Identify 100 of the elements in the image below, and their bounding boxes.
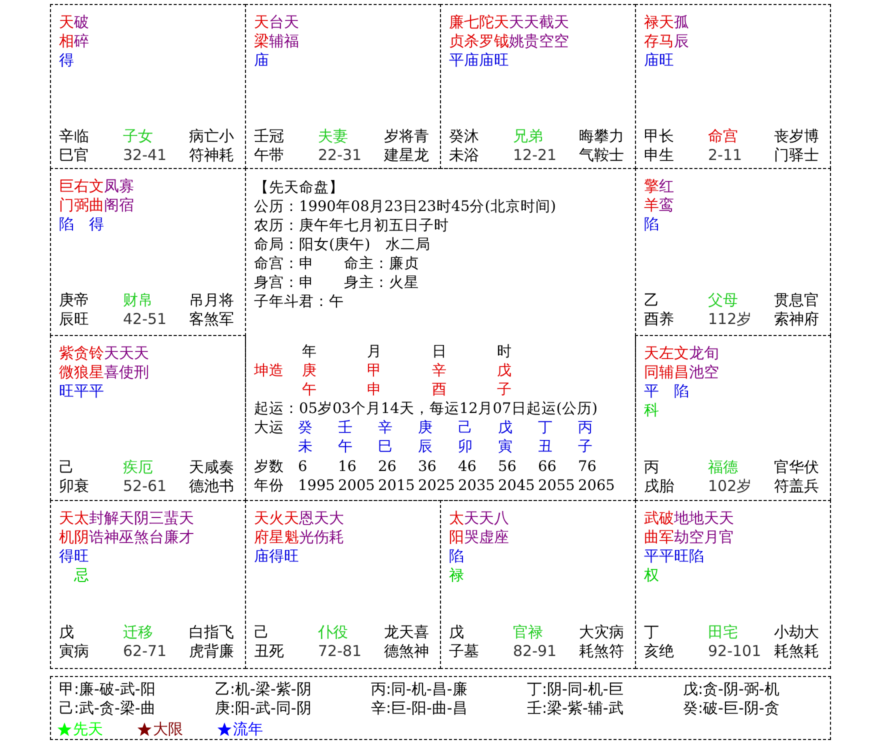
row-label: 年份	[254, 477, 284, 496]
info-line: 命宫：申 命主：廉贞	[254, 255, 419, 274]
palace-cell	[245, 500, 441, 669]
star-names: 太天天八	[449, 509, 509, 528]
minor-stars: 索神府	[774, 310, 819, 329]
stem-branch-text: 己	[254, 623, 269, 642]
minor-stars: 耗煞符	[579, 642, 624, 661]
pillar-text: 甲申	[367, 362, 383, 400]
minor-stars: 病亡小	[189, 127, 234, 146]
transform-rule: 己:武-贪-梁-曲	[59, 699, 156, 718]
year-number: 2005	[338, 477, 375, 496]
luck-pillar-text: 壬午	[338, 419, 354, 457]
legend-label: 大限	[153, 720, 183, 739]
palace-name: 兄弟	[513, 127, 543, 146]
info-line: 起运：05岁03个月14天，每运12月07日起运(公历)	[254, 400, 598, 419]
pillar-text: 辛酉	[432, 362, 448, 400]
year-number: 1995	[298, 477, 335, 496]
stem-branch-text: 壬冠	[254, 127, 284, 146]
age-number: 76	[578, 458, 596, 477]
transform-rule: 丙:同-机-昌-廉	[371, 680, 468, 699]
transform-rule: 乙:机-梁-紫-阴	[215, 680, 312, 699]
star-names: 禄天孤	[644, 13, 689, 32]
luck-pillar-text: 癸未	[298, 419, 314, 457]
transform-rule: 丁:阴-同-机-巨	[527, 680, 624, 699]
age-number: 26	[378, 458, 396, 477]
star-names: 天火天恩天大	[254, 509, 344, 528]
star-names: 巨右文凤寡	[59, 177, 134, 196]
legend-label: 先天	[73, 720, 103, 739]
year-number: 2055	[538, 477, 575, 496]
age-range: 12-21	[513, 146, 557, 165]
palace-name: 疾厄	[123, 458, 153, 477]
stem-branch-text: 辰旺	[59, 310, 89, 329]
column-header: 月	[367, 343, 382, 362]
star-names: 微狼星喜使刑	[59, 363, 149, 382]
brightness-text: 旺平平	[59, 382, 104, 401]
luck-pillar-text: 丙子	[578, 419, 594, 457]
stem-branch-text: 庚帝	[59, 291, 89, 310]
minor-stars: 符盖兵	[774, 477, 819, 496]
age-number: 16	[338, 458, 356, 477]
minor-stars: 德池书	[189, 477, 234, 496]
minor-stars: 白指飞	[189, 623, 234, 642]
stem-branch-text: 戌胎	[644, 477, 674, 496]
stem-branch-text: 子墓	[449, 642, 479, 661]
star-names: 天太封解天阴三蜚天	[59, 509, 194, 528]
palace-name: 财帛	[123, 291, 153, 310]
transform-mark: 禄	[449, 566, 464, 585]
stem-branch-text: 卯衰	[59, 477, 89, 496]
age-range: 2-11	[708, 146, 742, 165]
star-names: 武破地地天天	[644, 509, 734, 528]
age-range: 82-91	[513, 642, 557, 661]
age-number: 36	[418, 458, 436, 477]
info-line: 子年斗君：午	[254, 293, 344, 312]
minor-stars: 气鞍士	[579, 146, 624, 165]
info-line: 身宫：申 身主：火星	[254, 274, 419, 293]
palace-cell	[440, 4, 636, 169]
luck-pillar-text: 己卯	[458, 419, 474, 457]
brightness-text: 陷 得	[59, 215, 104, 234]
transform-rule: 癸:破-巨-阴-贪	[683, 699, 780, 718]
pillar-text: 庚午	[302, 362, 318, 400]
stem-branch-text: 酉养	[644, 310, 674, 329]
star-names: 紫贪铃天天天	[59, 344, 149, 363]
stem-branch-text: 丑死	[254, 642, 284, 661]
minor-stars: 小劫大	[774, 623, 819, 642]
luck-pillar-text: 戊寅	[498, 419, 514, 457]
stem-branch-text: 未浴	[449, 146, 479, 165]
star-names: 天破	[59, 13, 89, 32]
star-names: 天台天	[254, 13, 299, 32]
palace-cell	[50, 500, 246, 669]
transform-mark: 科	[644, 401, 659, 420]
chart-heading: 【先天命盘】	[254, 179, 344, 198]
stem-branch-text: 己	[59, 458, 74, 477]
transform-rule: 戊:贪-阴-弼-机	[683, 680, 780, 699]
transform-table-panel	[50, 676, 831, 740]
stem-branch-text: 午带	[254, 146, 284, 165]
star-names: 阳哭虚座	[449, 528, 509, 547]
star-names: 相碎	[59, 32, 89, 51]
pillar-label: 坤造	[254, 362, 284, 381]
year-number: 2015	[378, 477, 415, 496]
minor-stars: 耗煞耗	[774, 642, 819, 661]
palace-name: 官禄	[513, 623, 543, 642]
year-number: 2045	[498, 477, 535, 496]
year-number: 2035	[458, 477, 495, 496]
palace-name: 命宫	[708, 127, 738, 146]
info-line: 公历：1990年08月23日23时45分(北京时间)	[254, 198, 556, 217]
palace-name: 福德	[708, 458, 738, 477]
palace-cell	[245, 4, 441, 169]
age-range: 42-51	[123, 310, 167, 329]
minor-stars: 客煞军	[189, 310, 234, 329]
palace-cell	[635, 4, 831, 169]
stem-branch-text: 戊	[59, 623, 74, 642]
minor-stars: 虎背廉	[189, 642, 234, 661]
transform-rule: 壬:梁-紫-辅-武	[527, 699, 624, 718]
stem-branch-text: 甲长	[644, 127, 674, 146]
age-range: 92-101	[708, 642, 762, 661]
info-line: 命局：阳女(庚午) 水二局	[254, 236, 430, 255]
minor-stars: 符神耗	[189, 146, 234, 165]
star-names: 存马辰	[644, 32, 689, 51]
luck-pillar-text: 辛巳	[378, 419, 394, 457]
stem-branch-text: 巳官	[59, 146, 89, 165]
stem-branch-text: 丁	[644, 623, 659, 642]
